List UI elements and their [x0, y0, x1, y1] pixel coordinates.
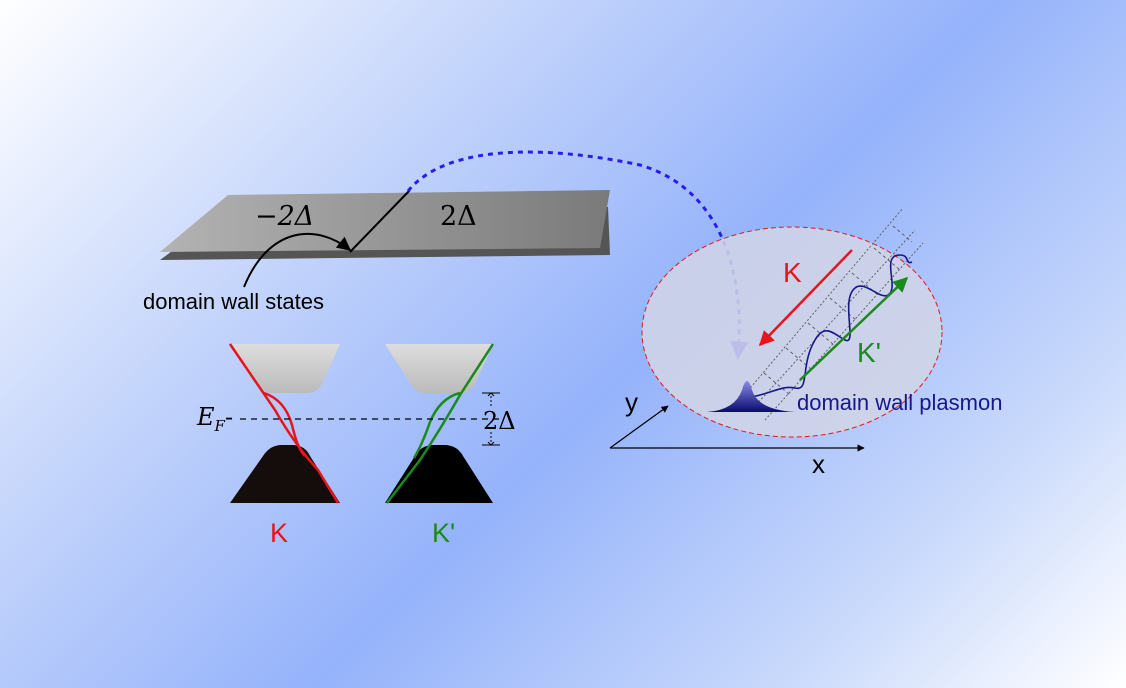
- band-diagrams: K K' EF- 2Δ: [196, 343, 516, 548]
- plasmon-ellipse: [641, 226, 943, 438]
- kprime-valence-band: [385, 445, 493, 503]
- band-k-valley: K: [228, 343, 340, 548]
- y-axis-label: y: [625, 387, 638, 417]
- plasmon-kprime-label: K': [857, 337, 881, 368]
- k-conduction-band: [230, 344, 340, 393]
- plasmon-peak: [707, 381, 795, 412]
- kprime-edge-state-outer: [386, 343, 495, 504]
- sheet-diagram: −2Δ 2Δ domain wall states: [143, 189, 610, 314]
- k-edge-state-inner: [263, 391, 306, 457]
- k-direction-arrow: [758, 249, 853, 347]
- sheet-label-positive: 2Δ: [440, 201, 477, 232]
- band-kprime-valley: K': [385, 343, 495, 548]
- plasmon-caption: domain wall plasmon: [797, 390, 1002, 415]
- plasmon-panel: K K' domain wall plasmon: [641, 207, 1002, 438]
- xy-axes: x y: [609, 387, 865, 479]
- y-axis: [609, 405, 669, 449]
- x-axis-label: x: [812, 449, 825, 479]
- plasmon-wave: [744, 254, 913, 399]
- kprime-edge-state-inner: [412, 391, 461, 459]
- domain-wall-strip: [739, 207, 924, 421]
- gap-marker: 2Δ: [482, 392, 516, 446]
- k-edge-state-outer: [228, 343, 340, 504]
- kprime-valley-label: K': [432, 518, 455, 548]
- domain-wall-line: [349, 189, 411, 253]
- k-valley-label: K: [270, 518, 288, 548]
- k-valence-band: [230, 445, 340, 503]
- plasmon-k-label: K: [783, 257, 802, 288]
- sheet-label-negative: −2Δ: [255, 201, 314, 232]
- kprime-direction-arrow: [799, 276, 909, 381]
- domain-wall-states-label: domain wall states: [143, 289, 324, 314]
- sheet-top-layer: [160, 190, 610, 252]
- domain-wall-arrow: [243, 232, 352, 288]
- kprime-conduction-band: [385, 344, 493, 393]
- fermi-level-label: EF-: [196, 403, 233, 435]
- gap-label: 2Δ: [483, 407, 516, 435]
